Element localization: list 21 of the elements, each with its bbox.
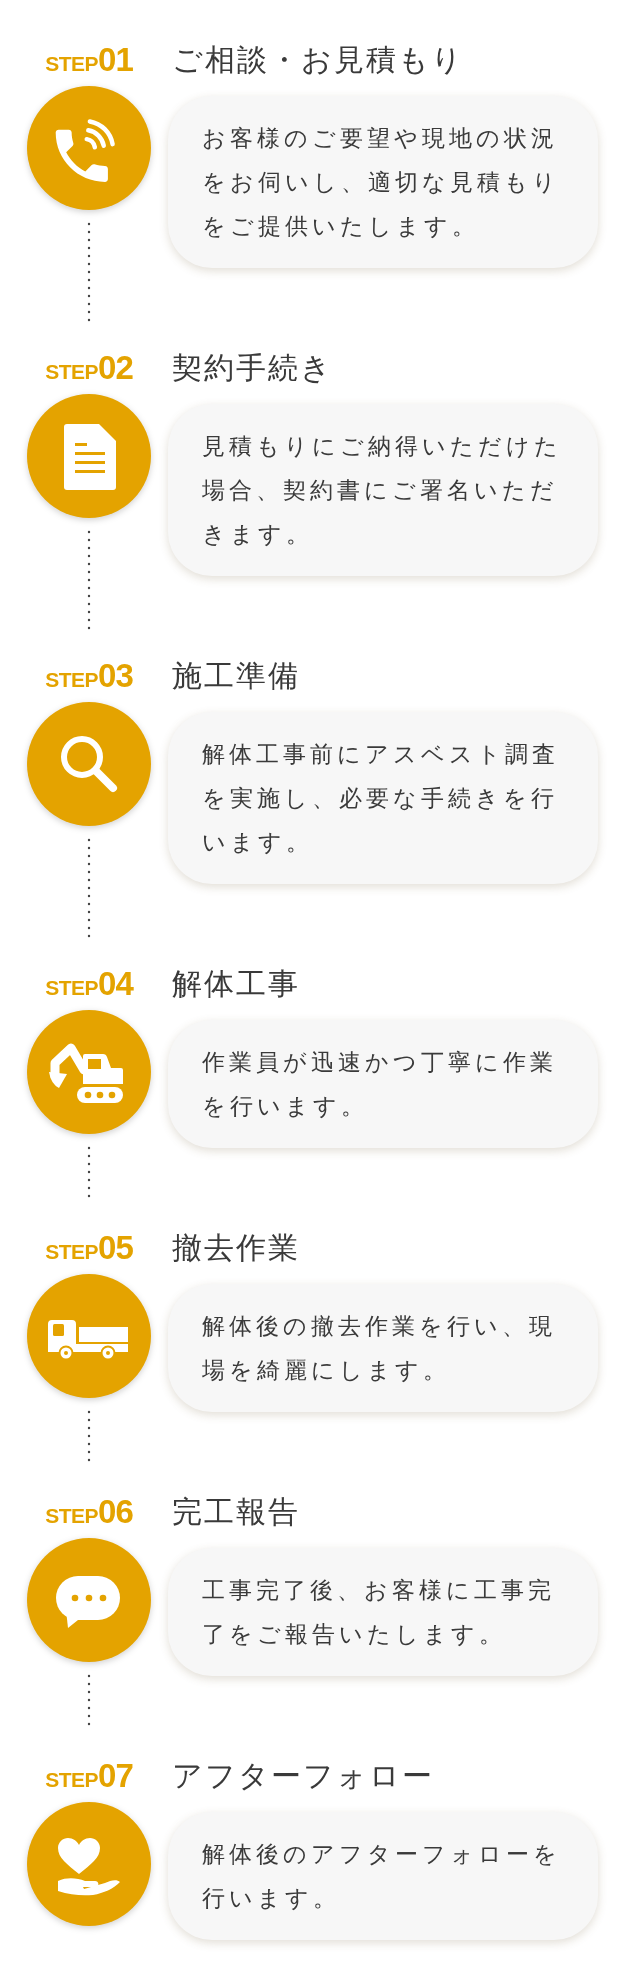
step-label: STEP05 [45, 1228, 133, 1268]
step-label: STEP07 [45, 1756, 133, 1796]
step-label: STEP04 [45, 964, 133, 1004]
step-description: 解体工事前にアスベスト調査を実施し、必要な手続きを行います。 [202, 740, 560, 857]
step-title: 契約手続き [172, 349, 333, 387]
step-description: 見積もりにご納得いただけた場合、契約書にご署名いただきます。 [202, 432, 563, 549]
step-label: STEP06 [45, 1492, 133, 1532]
step-description: お客様のご要望や現地の状況をお伺いし、適切な見積もりをご提供いたします。 [202, 124, 561, 241]
step-title: 完工報告 [172, 1493, 300, 1531]
step-description: 作業員が迅速かつ丁寧に作業を行います。 [202, 1048, 558, 1121]
step-label: STEP03 [45, 656, 133, 696]
step-title: ご相談・お見積もり [172, 41, 464, 79]
step-title: 撤去作業 [172, 1229, 300, 1267]
step-description: 解体後の撤去作業を行い、現場を綺麗にします。 [202, 1312, 557, 1385]
step-description: 解体後のアフターフォローを行います。 [202, 1840, 562, 1913]
step-label: STEP01 [45, 40, 133, 80]
step-title: 施工準備 [172, 657, 300, 695]
step-title: 解体工事 [172, 965, 300, 1003]
step-description: 工事完了後、お客様に工事完了をご報告いたします。 [202, 1576, 556, 1649]
step-label: STEP02 [45, 348, 133, 388]
step-title: アフターフォロー [172, 1757, 434, 1795]
